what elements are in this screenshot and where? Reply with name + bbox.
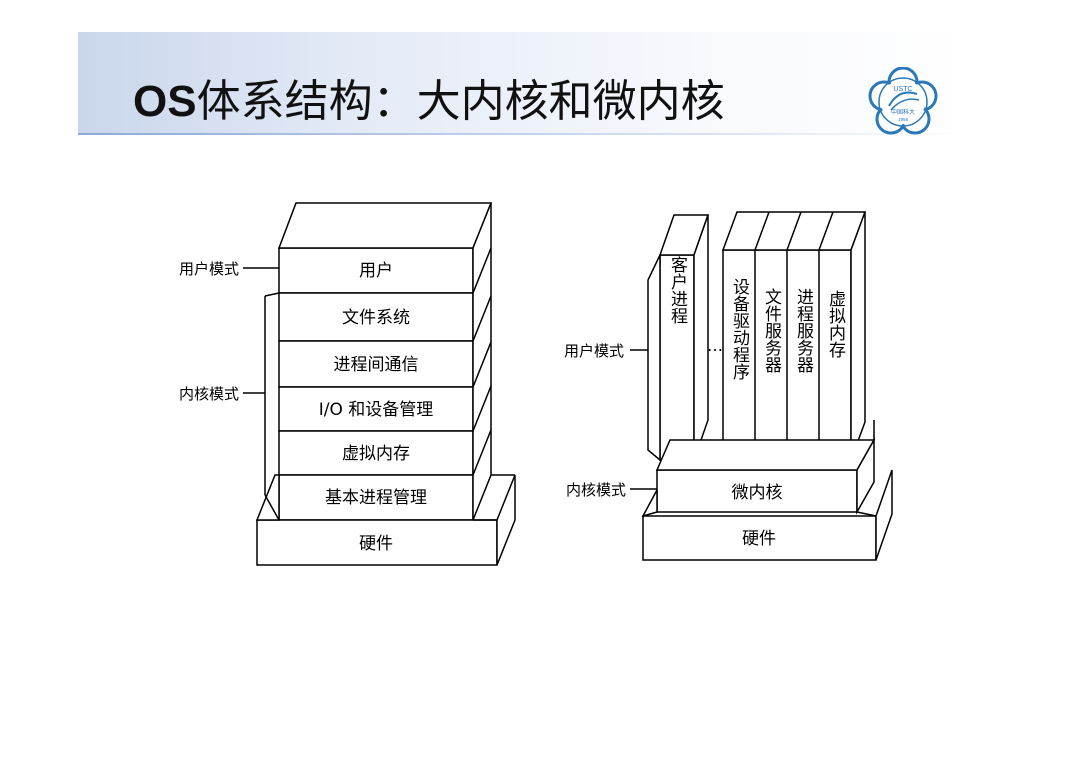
title-banner (78, 32, 968, 134)
title-rest: 体系结构：大内核和微内核 (196, 76, 725, 127)
mono-user-mode-label: 用户模式 (179, 260, 239, 278)
mono-hardware-label: 硬件 (359, 534, 393, 554)
logo-year: 1958 (898, 117, 909, 122)
layer-basic-process: 基本进程管理 (325, 488, 427, 508)
server-process: 进程服务器 (793, 288, 814, 373)
mono-kernel-mode-label: 内核模式 (179, 385, 239, 403)
slide-title: OS体系结构：大内核和微内核 (133, 72, 725, 132)
layer-io-device: I/O 和设备管理 (319, 400, 434, 420)
monolithic-stack (255, 202, 516, 566)
server-virtual-memory: 虚拟内存 (825, 290, 846, 358)
micro-user-mode-label: 用户模式 (564, 342, 624, 360)
server-file: 文件服务器 (761, 288, 782, 373)
ustc-logo: USTC 中国科大 1958 (868, 67, 938, 135)
micro-kernel-mode-label: 内核模式 (566, 481, 626, 499)
logo-subtext: 中国科大 (891, 108, 915, 116)
layer-user: 用户 (359, 261, 393, 281)
logo-text: USTC (893, 86, 912, 93)
title-underline (78, 133, 968, 135)
microkernel-stack (641, 211, 893, 561)
microkernel-label: 微内核 (732, 483, 783, 503)
layer-ipc: 进程间通信 (334, 355, 419, 375)
client-process-label: 客户进程 (667, 256, 688, 324)
micro-hardware-label: 硬件 (742, 529, 776, 549)
title-os: OS (133, 77, 197, 126)
microkernel-mode-brackets (630, 349, 657, 490)
monolithic-mode-brackets (243, 267, 280, 521)
ellipsis-label: … (707, 336, 723, 355)
layer-virtual-memory: 虚拟内存 (342, 444, 410, 464)
layer-file-system: 文件系统 (342, 308, 410, 328)
server-device-driver: 设备驱动程序 (729, 278, 750, 381)
